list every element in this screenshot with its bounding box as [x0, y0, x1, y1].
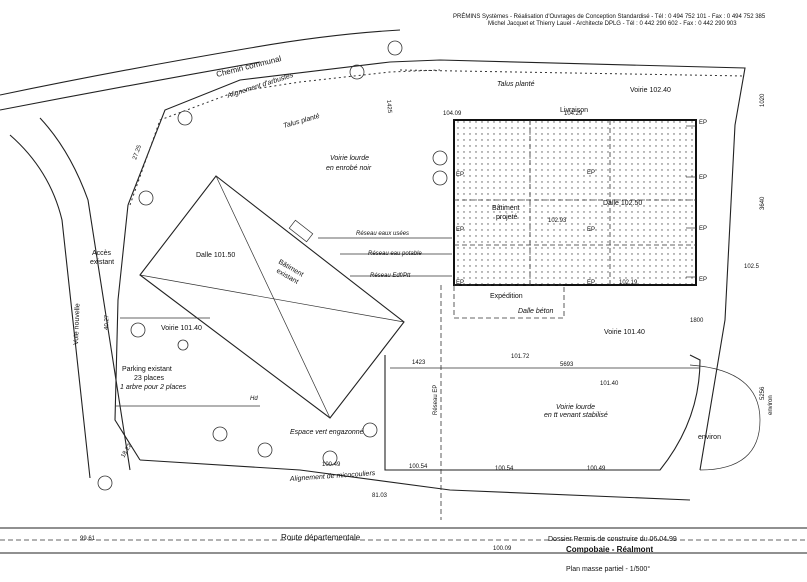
parcel-boundary-south	[139, 459, 691, 501]
label-chemin-communal: Chemin communal	[215, 54, 282, 79]
dim-1020: 1020	[760, 93, 766, 107]
label-acces-2: existant	[90, 259, 114, 266]
label-tout-venant: en tt venant stabilisé	[544, 412, 608, 419]
dim-1425: 1425	[385, 100, 392, 114]
label-espace-vert: Espace vert engazonné	[290, 429, 364, 436]
ep-label-10: EP	[456, 172, 464, 178]
label-batiment-projete-1: Bâtiment	[492, 205, 520, 212]
dim-81-03: 81.03	[372, 493, 388, 499]
existing-building-annex	[288, 219, 314, 243]
label-parking-2: 23 places	[134, 375, 164, 382]
label-acces-1: Accès	[92, 250, 112, 257]
ep-label-6: EP	[587, 227, 595, 233]
dim-27-25: 27.25	[132, 144, 143, 161]
level-100-49-a: 100.49	[587, 466, 606, 472]
level-101-40: 101.40	[600, 381, 619, 387]
label-talus-plante-1: Talus planté	[283, 113, 321, 130]
dim-5256: 5256	[760, 386, 766, 400]
label-batiment-projete-2: projeté	[496, 214, 518, 221]
label-alignement-arbustes: Alignement d'arbustes	[226, 72, 295, 100]
label-dalle-projete: Dalle 102.50	[603, 200, 642, 207]
label-dalle-existant: Dalle 101.50	[196, 252, 235, 259]
level-102-93: 102.93	[548, 218, 567, 224]
label-talus-plante-2: Talus planté	[497, 81, 535, 88]
dim-3640: 3640	[760, 196, 766, 210]
ep-label-7: EP	[587, 280, 595, 286]
label-plan-masse: Plan masse partiel - 1/500°	[566, 565, 650, 573]
talus-plante-strip-north	[399, 69, 746, 77]
label-reseau-potable: Réseau eau potable	[368, 251, 422, 257]
ep-label-5: EP	[587, 170, 595, 176]
chemin-edge-2	[0, 61, 261, 111]
level-101-72: 101.72	[511, 354, 530, 360]
label-reseau-usees: Réseau eaux usées	[356, 231, 409, 237]
label-expedition: Expédition	[490, 293, 523, 300]
level-104-09: 104.09	[443, 111, 462, 117]
header-line-1: PRÉMINS Systèmes - Réalisation d'Ouvrage…	[453, 14, 766, 20]
label-parking-3: 1 arbre pour 2 places	[120, 384, 187, 391]
label-voirie-lourde-2: Voirie lourde	[556, 404, 595, 411]
ep-markers	[686, 125, 696, 278]
parcel-boundary-west	[114, 204, 141, 461]
voie-nouvelle-edge-2	[9, 134, 91, 479]
label-voirie-101-left: Voirie 101.40	[161, 325, 202, 332]
chemin-edge-1	[0, 29, 401, 96]
projected-building	[453, 119, 697, 286]
level-100-54-b: 100.54	[495, 466, 514, 472]
level-100-09: 100.09	[493, 546, 512, 552]
label-alignement-micocouliers: Alignement de micocouliers	[289, 470, 376, 483]
label-voirie-101-right: Voirie 101.40	[604, 329, 645, 336]
dim-5693: 5693	[560, 362, 574, 368]
level-104-29: 104.29	[564, 111, 583, 117]
ep-label-3: EP	[699, 226, 707, 232]
level-102-5: 102.5	[744, 264, 760, 270]
label-hd: Hd	[250, 396, 258, 402]
header-line-2: Michel Jacquet et Thierry Lauel - Archit…	[488, 21, 737, 27]
label-enrobe: en enrobé noir	[326, 165, 372, 172]
ep-label-8: EP	[456, 227, 464, 233]
dim-18-22: 18.22	[121, 442, 134, 459]
voie-nouvelle-edge-1	[39, 117, 131, 471]
dim-1800: 1800	[690, 318, 704, 324]
ep-label-1: EP	[699, 120, 707, 126]
ep-label-4: EP	[699, 277, 707, 283]
level-100-54-a: 100.54	[409, 464, 428, 470]
level-99-61: 99.61	[80, 536, 96, 542]
label-route: Route départementale	[281, 533, 361, 542]
parcel-boundary	[127, 59, 746, 471]
label-dalle-beton: Dalle béton	[518, 308, 554, 315]
label-livraison: Livraison	[560, 107, 588, 114]
level-102-19: 102.19	[619, 280, 638, 286]
level-100-49-b: 100.49	[322, 462, 341, 468]
parking-stalls	[115, 317, 260, 407]
dim-40-27: 40.27	[104, 314, 111, 330]
talus-plante-strip-west	[129, 69, 441, 206]
label-reseau-ep: Réseau EP	[433, 385, 439, 415]
label-dossier: Dossier Permis de construire du 06.04.99	[548, 536, 677, 543]
ep-label-9: EP	[456, 280, 464, 286]
ep-label-2: EP	[699, 175, 707, 181]
label-reseau-edf: Réseau Edf/Ptt	[370, 273, 411, 279]
existing-building	[139, 175, 405, 419]
trees	[97, 40, 448, 491]
label-environ-1: environ	[698, 434, 721, 441]
label-environ-2: environ	[768, 395, 774, 415]
label-voie-nouvelle: Voie nouvelle	[73, 303, 81, 345]
label-parking-1: Parking existant	[122, 366, 172, 373]
turning-area	[689, 364, 761, 471]
dim-1423: 1423	[412, 360, 426, 366]
label-lieu: Compobaie - Réalmont	[566, 545, 653, 554]
label-voirie-top: Voirie 102.40	[630, 87, 671, 94]
label-voirie-lourde: Voirie lourde	[330, 155, 369, 162]
